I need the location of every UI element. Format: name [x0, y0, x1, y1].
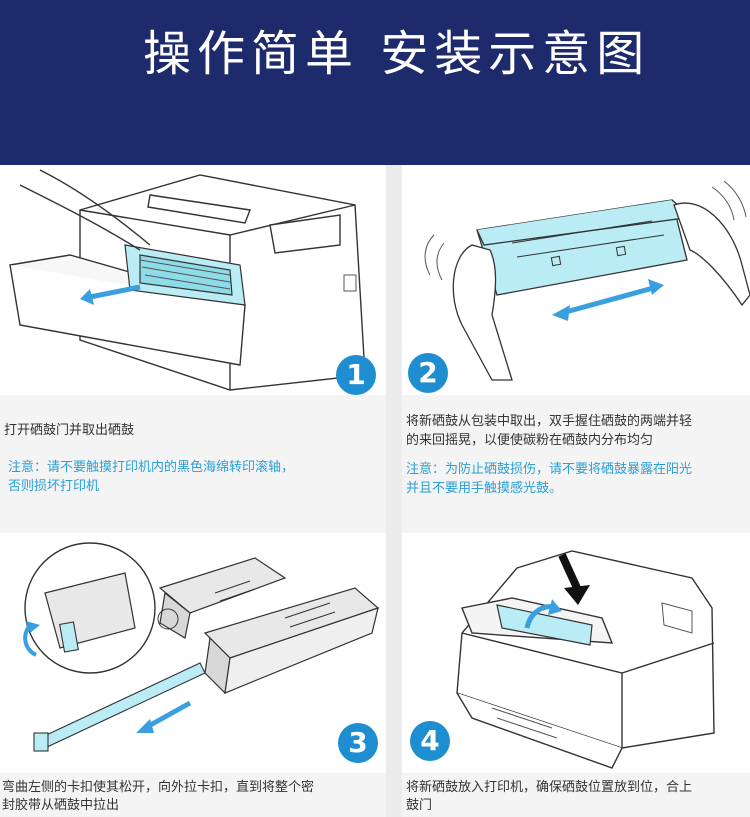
insert-cartridge-illustration — [456, 550, 715, 769]
step-1-note-line-2: 否则损坏打印机 — [8, 479, 100, 494]
step-4-instruction-line-2: 鼓门 — [406, 798, 433, 813]
header-banner: 操作简单 安装示意图 — [0, 0, 750, 165]
step-2-note-line-1: 注意：为防止硒鼓损伤，请不要将硒鼓暴露在阳光 — [406, 462, 693, 477]
remove-seal-tape-illustration — [23, 542, 380, 752]
step-2-instruction-line-1: 将新硒鼓从包装中取出，双手握住硒鼓的两端并轻 — [406, 414, 693, 429]
step-2-instruction-line-2: 的来回摇晃，以便使碳粉在硒鼓内分布均匀 — [406, 433, 654, 448]
step-4-illustration: 4 — [402, 533, 750, 773]
step-3-instruction-line-1: 弯曲左侧的卡扣使其松开，向外拉卡扣，直到将整个密 — [2, 780, 315, 795]
step-4-instruction-line-1: 将新硒鼓放入打印机，确保硒鼓位置放到位，合上 — [406, 780, 693, 795]
step-2-text-box: 将新硒鼓从包装中取出，双手握住硒鼓的两端并轻 的来回摇晃，以便使碳粉在硒鼓内分布… — [402, 395, 750, 533]
step-2-illustration: 2 — [402, 165, 750, 395]
step-1-instruction: 打开硒鼓门并取出硒鼓 — [4, 423, 135, 438]
step-2-note-line-2: 并且不要用手触摸感光鼓。 — [406, 481, 563, 496]
step-1-badge: 1 — [336, 355, 376, 395]
step-1-note-line-1: 注意：请不要触摸打印机内的黑色海绵转印滚轴， — [8, 460, 295, 475]
page-title: 操作简单 安装示意图 — [143, 26, 651, 82]
step-3-text-box: 弯曲左侧的卡扣使其松开，向外拉卡扣，直到将整个密 封胶带从硒鼓中拉出 — [0, 773, 386, 817]
shake-cartridge-illustration — [424, 180, 750, 381]
step-3-instruction-line-2: 封胶带从硒鼓中拉出 — [2, 798, 120, 813]
step-4-text-box: 将新硒鼓放入打印机，确保硒鼓位置放到位，合上 鼓门 — [402, 773, 750, 817]
step-1-text-box: 打开硒鼓门并取出硒鼓 注意：请不要触摸打印机内的黑色海绵转印滚轴， 否则损坏打印… — [0, 395, 386, 533]
step-3-badge: 3 — [338, 723, 378, 763]
step-1-illustration: 1 — [0, 165, 386, 395]
step-4-badge: 4 — [410, 721, 450, 761]
printer-open-illustration — [9, 169, 366, 391]
step-3-illustration: 3 — [0, 533, 386, 773]
step-2-badge: 2 — [408, 353, 448, 393]
